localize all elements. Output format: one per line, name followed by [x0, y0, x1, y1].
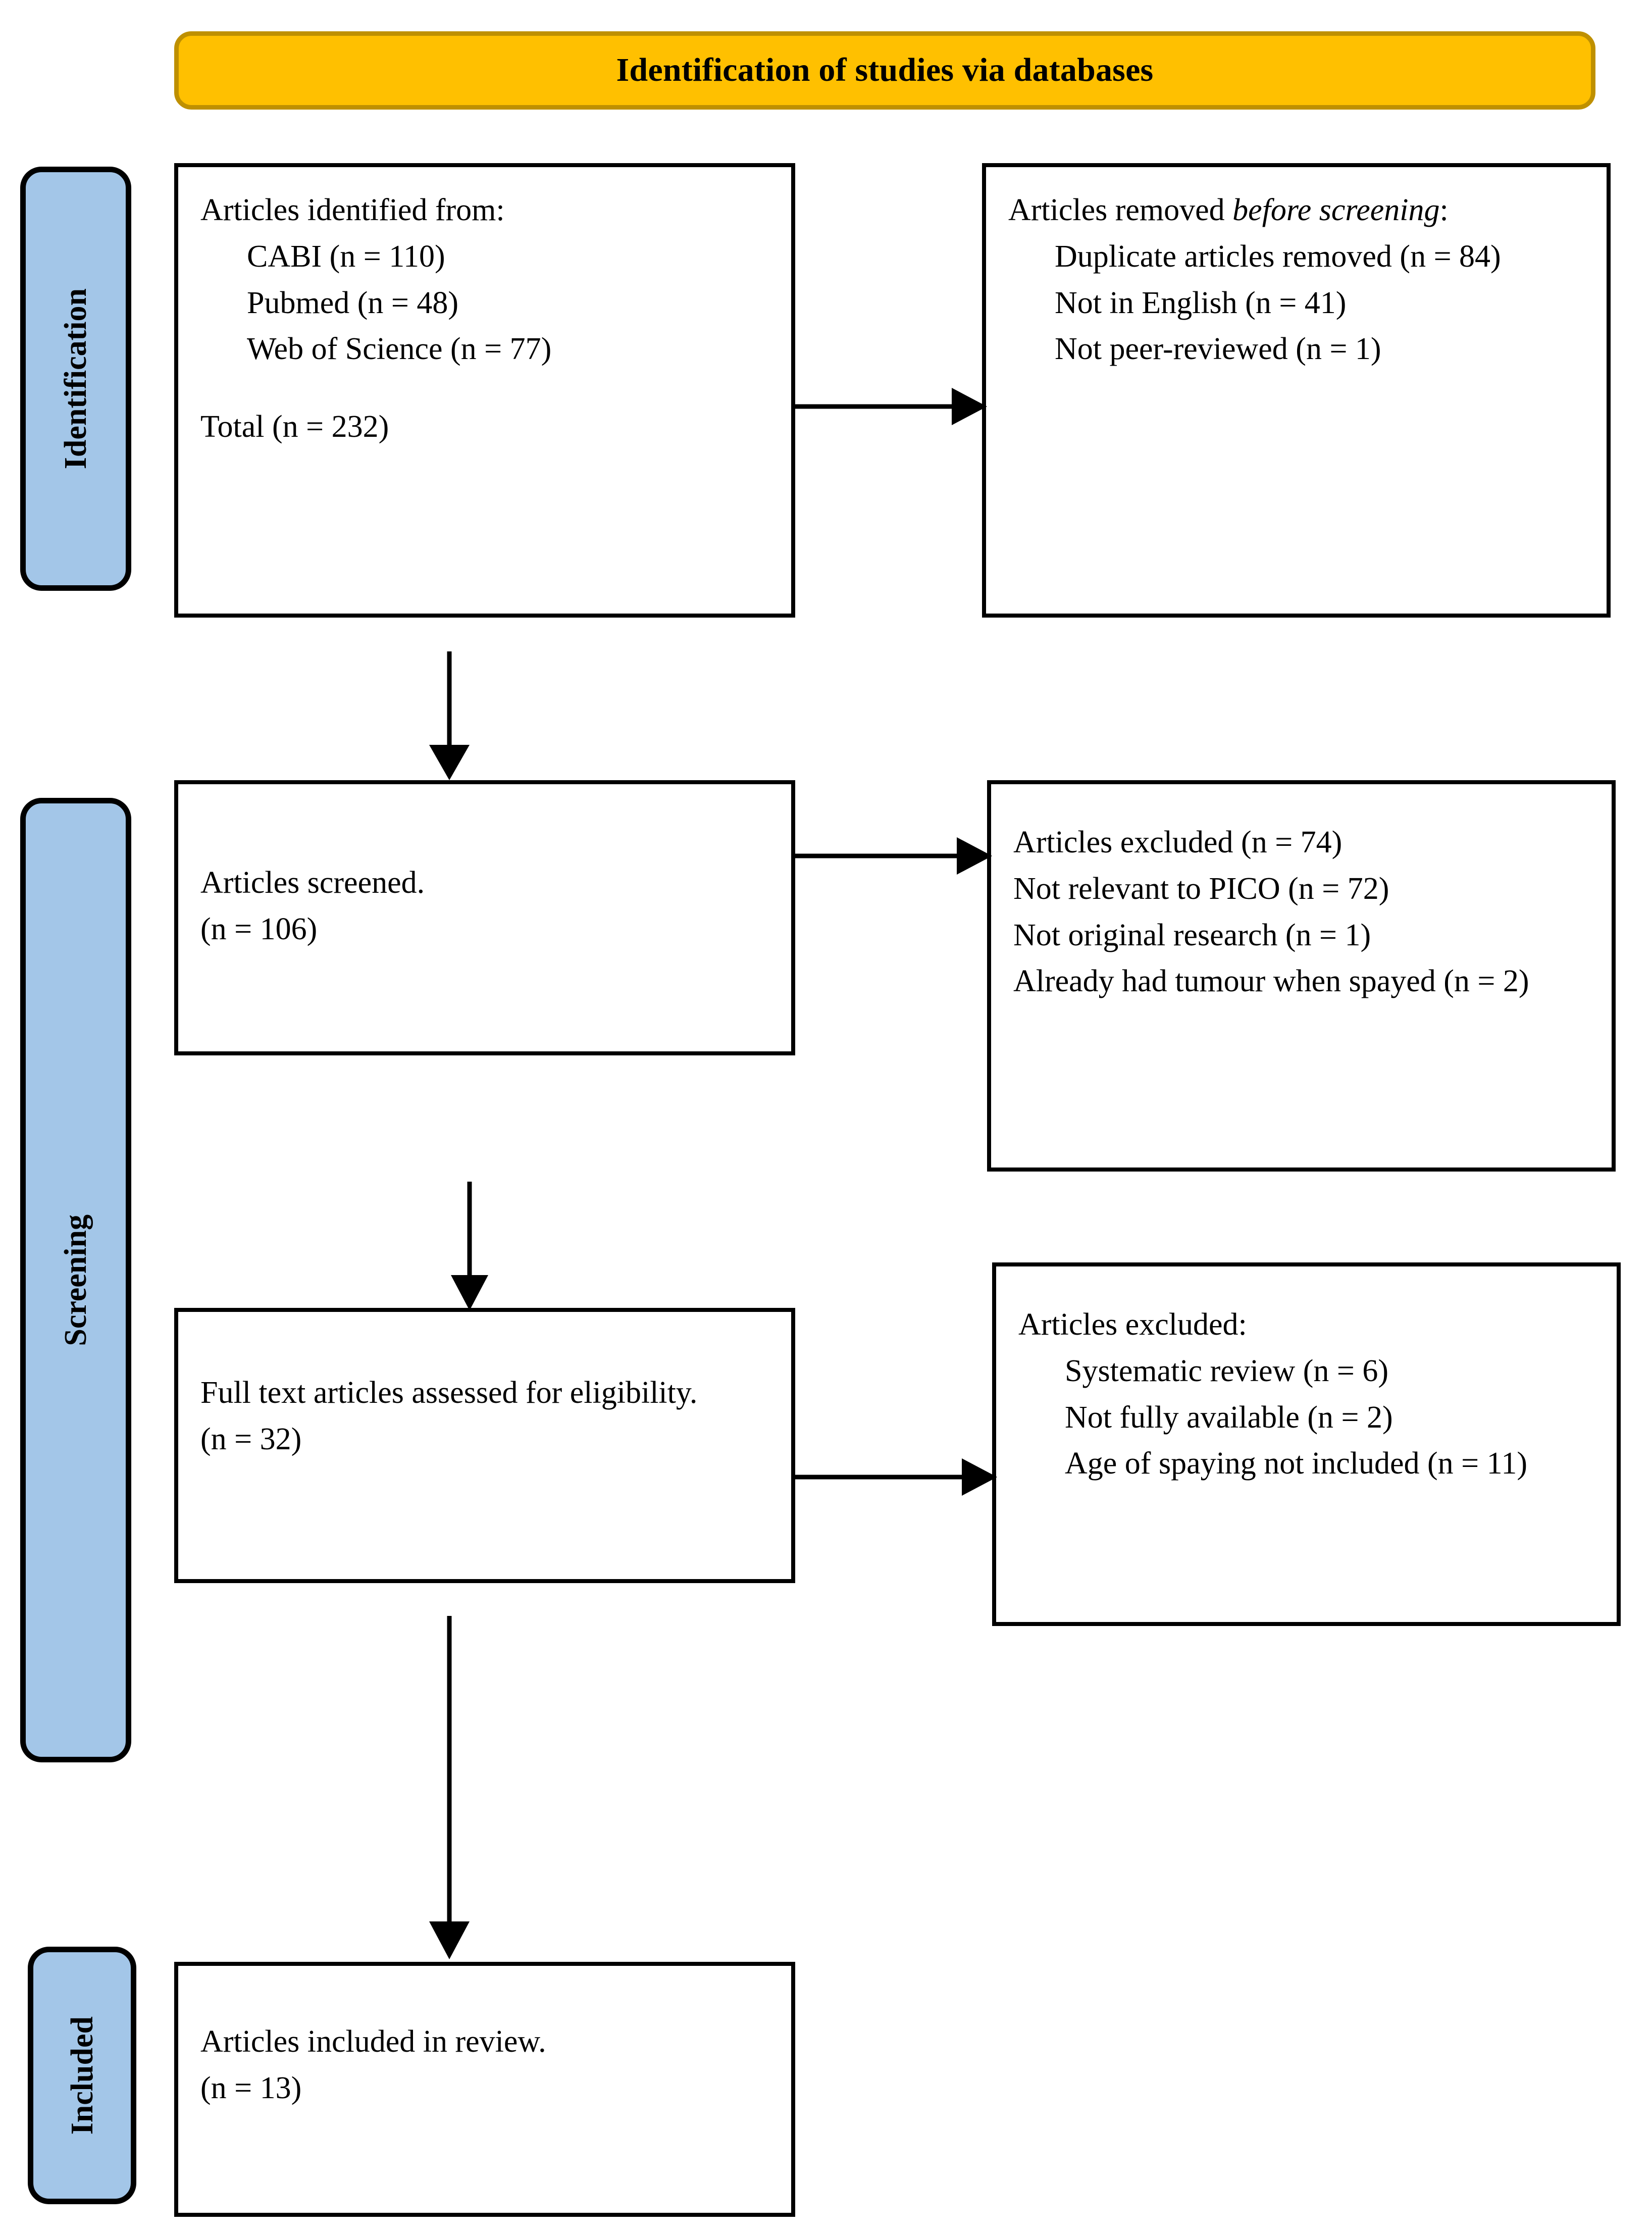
excluded2-reason-age-not-included: Age of spaying not included (n = 11)	[1065, 1446, 1527, 1481]
included-count: (n = 13)	[200, 2070, 302, 2105]
identified-heading: Articles identified from:	[200, 193, 505, 227]
arrow-identified-to-removed	[795, 388, 987, 425]
stage-label-included-text: Included	[65, 2016, 99, 2135]
arrow-screened-to-fulltext	[451, 1182, 488, 1310]
removed-heading-prefix: Articles removed	[1008, 193, 1233, 227]
removed-heading-italic: before screening	[1232, 193, 1440, 227]
fulltext-label: Full text articles assessed for eligibil…	[200, 1376, 698, 1410]
identified-source-wos: Web of Science (n = 77)	[247, 332, 552, 367]
identified-source-cabi: CABI (n = 110)	[247, 239, 445, 274]
included-label: Articles included in review.	[200, 2024, 546, 2059]
identified-spacer	[200, 373, 769, 404]
box-articles-identified: Articles identified from: CABI (n = 110)…	[174, 163, 795, 618]
screened-count: (n = 106)	[200, 911, 318, 946]
removed-reason-peer-review: Not peer-reviewed (n = 1)	[1055, 332, 1381, 367]
stage-label-screening-text: Screening	[59, 1214, 93, 1346]
excluded2-reason-not-available: Not fully available (n = 2)	[1065, 1400, 1393, 1435]
arrow-fulltext-to-included	[429, 1616, 470, 1959]
identified-total: Total (n = 232)	[200, 410, 389, 444]
removed-heading: Articles removed before screening:	[1008, 187, 1584, 234]
stage-label-screening: Screening	[20, 798, 131, 1762]
removed-reason-duplicates: Duplicate articles removed (n = 84)	[1055, 239, 1501, 274]
removed-reason-language: Not in English (n = 41)	[1055, 285, 1347, 320]
box-articles-excluded-eligibility: Articles excluded: Systematic review (n …	[992, 1262, 1621, 1626]
excluded2-heading: Articles excluded:	[1018, 1307, 1247, 1342]
excluded1-total: Articles excluded (n = 74)	[1013, 825, 1343, 859]
arrow-screened-to-excluded	[795, 837, 992, 875]
excluded2-reason-systematic-review: Systematic review (n = 6)	[1065, 1353, 1389, 1388]
excluded1-reason-not-original: Not original research (n = 1)	[1013, 918, 1371, 952]
screened-label: Articles screened.	[200, 866, 425, 900]
arrow-fulltext-to-excluded	[795, 1458, 997, 1496]
stage-label-included: Included	[28, 1947, 136, 2204]
arrow-identified-to-screened	[429, 651, 470, 780]
fulltext-count: (n = 32)	[200, 1422, 302, 1456]
diagram-banner: Identification of studies via databases	[174, 31, 1595, 110]
identified-source-pubmed: Pubmed (n = 48)	[247, 285, 458, 320]
removed-heading-suffix: :	[1439, 193, 1449, 227]
stage-label-identification: Identification	[20, 167, 131, 591]
box-fulltext-assessed: Full text articles assessed for eligibil…	[174, 1308, 795, 1583]
box-articles-included: Articles included in review. (n = 13)	[174, 1962, 795, 2217]
box-articles-screened: Articles screened. (n = 106)	[174, 780, 795, 1055]
stage-label-identification-text: Identification	[59, 288, 93, 470]
excluded1-reason-pico: Not relevant to PICO (n = 72)	[1013, 871, 1389, 906]
box-articles-excluded-screening: Articles excluded (n = 74) Not relevant …	[987, 780, 1616, 1172]
excluded1-reason-tumour: Already had tumour when spayed (n = 2)	[1013, 964, 1529, 999]
banner-title: Identification of studies via databases	[616, 52, 1154, 89]
box-articles-removed: Articles removed before screening: Dupli…	[982, 163, 1611, 618]
